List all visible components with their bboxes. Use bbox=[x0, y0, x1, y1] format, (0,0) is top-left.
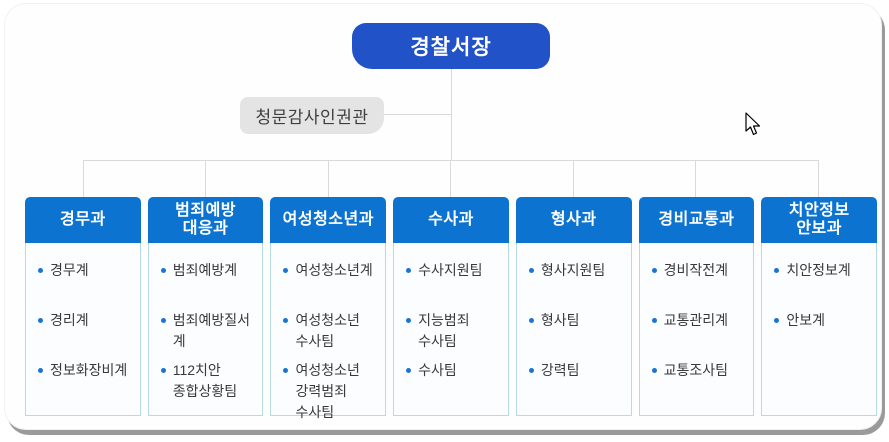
unit-item: 강력팀 bbox=[528, 360, 623, 381]
bullet-icon bbox=[160, 268, 166, 273]
unit-label: 수사지원팀 bbox=[418, 262, 483, 278]
bullet-icon bbox=[651, 368, 657, 373]
dept-title: 경비교통과 bbox=[638, 197, 755, 243]
unit-label: 치안정보계 bbox=[786, 262, 851, 278]
unit-item: 수사지원팀 bbox=[406, 260, 500, 310]
unit-label: 여성청소년 강력범죄 수사팀 bbox=[295, 362, 360, 420]
unit-item: 형사지원팀 bbox=[528, 260, 623, 310]
unit-label: 112치안 종합상황팀 bbox=[172, 362, 238, 399]
unit-label: 범죄예방질서계 bbox=[172, 312, 250, 349]
dept-body: 경비작전계 교통관리계 교통조사팀 bbox=[638, 243, 755, 416]
dept-body: 범죄예방계 범죄예방질서계 112치안 종합상황팀 bbox=[147, 243, 264, 416]
unit-label: 정보화장비계 bbox=[50, 362, 128, 378]
unit-item: 범죄예방질서계 bbox=[160, 310, 255, 360]
bullet-icon bbox=[38, 318, 43, 323]
unit-item: 안보계 bbox=[774, 310, 868, 331]
connector-drop-1 bbox=[83, 160, 84, 198]
dept-column-gyeongmu: 경무과 경무계 경리계 정보화장비계 bbox=[25, 197, 141, 416]
dept-column-investigation: 수사과 수사지원팀 지능범죄 수사팀 수사팀 bbox=[393, 197, 509, 416]
unit-label: 교통조사팀 bbox=[663, 362, 728, 378]
unit-item: 수사팀 bbox=[406, 360, 500, 381]
connector-drop-2 bbox=[205, 160, 206, 198]
dept-body: 수사지원팀 지능범죄 수사팀 수사팀 bbox=[393, 243, 509, 416]
bullet-icon bbox=[283, 368, 289, 373]
unit-item: 경리계 bbox=[38, 310, 132, 360]
bullet-icon bbox=[283, 318, 289, 323]
unit-item: 지능범죄 수사팀 bbox=[406, 310, 500, 360]
connector-drop-5 bbox=[573, 160, 574, 198]
dept-title: 수사과 bbox=[393, 197, 509, 243]
bullet-icon bbox=[528, 318, 534, 323]
connector-staff-horizontal bbox=[384, 114, 451, 115]
dept-body: 형사지원팀 형사팀 강력팀 bbox=[515, 243, 632, 416]
unit-item: 여성청소년계 bbox=[283, 260, 377, 310]
unit-label: 형사팀 bbox=[540, 312, 580, 328]
unit-label: 안보계 bbox=[786, 312, 825, 328]
unit-item: 경무계 bbox=[38, 260, 132, 310]
unit-item: 여성청소년 강력범죄 수사팀 bbox=[283, 360, 377, 423]
bullet-icon bbox=[774, 268, 780, 273]
unit-item: 112치안 종합상황팀 bbox=[160, 360, 255, 402]
unit-label: 여성청소년 수사팀 bbox=[295, 312, 360, 349]
bullet-icon bbox=[38, 368, 43, 373]
dept-title: 치안정보 안보과 bbox=[761, 197, 878, 243]
unit-label: 교통관리계 bbox=[663, 312, 728, 328]
unit-label: 여성청소년계 bbox=[295, 262, 373, 278]
connector-drop-7 bbox=[818, 160, 819, 198]
dept-title: 범죄예방 대응과 bbox=[147, 197, 264, 243]
dept-body: 경무계 경리계 정보화장비계 bbox=[25, 243, 141, 416]
bullet-icon bbox=[160, 368, 166, 373]
bullet-icon bbox=[651, 268, 657, 273]
unit-label: 경리계 bbox=[50, 312, 89, 328]
connector-drop-6 bbox=[695, 160, 696, 198]
bullet-icon bbox=[38, 268, 43, 273]
unit-label: 경비작전계 bbox=[663, 262, 728, 278]
unit-item: 형사팀 bbox=[528, 310, 623, 360]
bullet-icon bbox=[528, 368, 534, 373]
unit-item: 정보화장비계 bbox=[38, 360, 132, 381]
unit-item: 범죄예방계 bbox=[160, 260, 255, 310]
bullet-icon bbox=[406, 318, 412, 323]
dept-body: 여성청소년계 여성청소년 수사팀 여성청소년 강력범죄 수사팀 bbox=[270, 243, 387, 420]
unit-item: 치안정보계 bbox=[774, 260, 868, 310]
dept-column-intelligence: 치안정보 안보과 치안정보계 안보계 bbox=[761, 197, 878, 416]
chief-label: 경찰서장 bbox=[410, 36, 492, 59]
bullet-icon bbox=[406, 268, 412, 273]
dept-column-crime-prevention: 범죄예방 대응과 범죄예방계 범죄예방질서계 112치안 종합상황팀 bbox=[147, 197, 264, 416]
unit-item: 여성청소년 수사팀 bbox=[283, 310, 377, 360]
dept-column-detective: 형사과 형사지원팀 형사팀 강력팀 bbox=[515, 197, 632, 416]
unit-item: 경비작전계 bbox=[651, 260, 746, 310]
dept-title: 여성청소년과 bbox=[270, 197, 387, 243]
unit-item: 교통조사팀 bbox=[651, 360, 746, 381]
connector-root-vertical bbox=[451, 69, 452, 160]
unit-label: 지능범죄 수사팀 bbox=[418, 312, 470, 349]
audit-officer-node: 청문감사인권관 bbox=[240, 97, 384, 134]
dept-body: 치안정보계 안보계 bbox=[761, 243, 878, 416]
unit-label: 경무계 bbox=[50, 262, 89, 278]
bullet-icon bbox=[406, 368, 412, 373]
connector-drop-3 bbox=[328, 160, 329, 198]
dept-column-women-youth: 여성청소년과 여성청소년계 여성청소년 수사팀 여성청소년 강력범죄 수사팀 bbox=[270, 197, 387, 420]
bullet-icon bbox=[651, 318, 657, 323]
audit-officer-label: 청문감사인권관 bbox=[255, 108, 369, 127]
unit-label: 수사팀 bbox=[418, 362, 457, 378]
unit-item: 교통관리계 bbox=[651, 310, 746, 360]
bullet-icon bbox=[160, 318, 166, 323]
unit-label: 범죄예방계 bbox=[172, 262, 238, 278]
dept-column-security-traffic: 경비교통과 경비작전계 교통관리계 교통조사팀 bbox=[638, 197, 755, 416]
mouse-cursor-icon bbox=[745, 112, 761, 136]
dept-title: 형사과 bbox=[515, 197, 632, 243]
unit-label: 형사지원팀 bbox=[540, 262, 606, 278]
bullet-icon bbox=[528, 268, 534, 273]
unit-label: 강력팀 bbox=[540, 362, 580, 378]
connector-drop-4 bbox=[450, 160, 451, 198]
bullet-icon bbox=[774, 318, 780, 323]
chief-node: 경찰서장 bbox=[352, 23, 550, 69]
department-row: 경무과 경무계 경리계 정보화장비계 범죄예방 대응과 범죄예방계 범죄예방질서… bbox=[25, 197, 878, 420]
bullet-icon bbox=[283, 268, 289, 273]
dept-title: 경무과 bbox=[25, 197, 141, 243]
